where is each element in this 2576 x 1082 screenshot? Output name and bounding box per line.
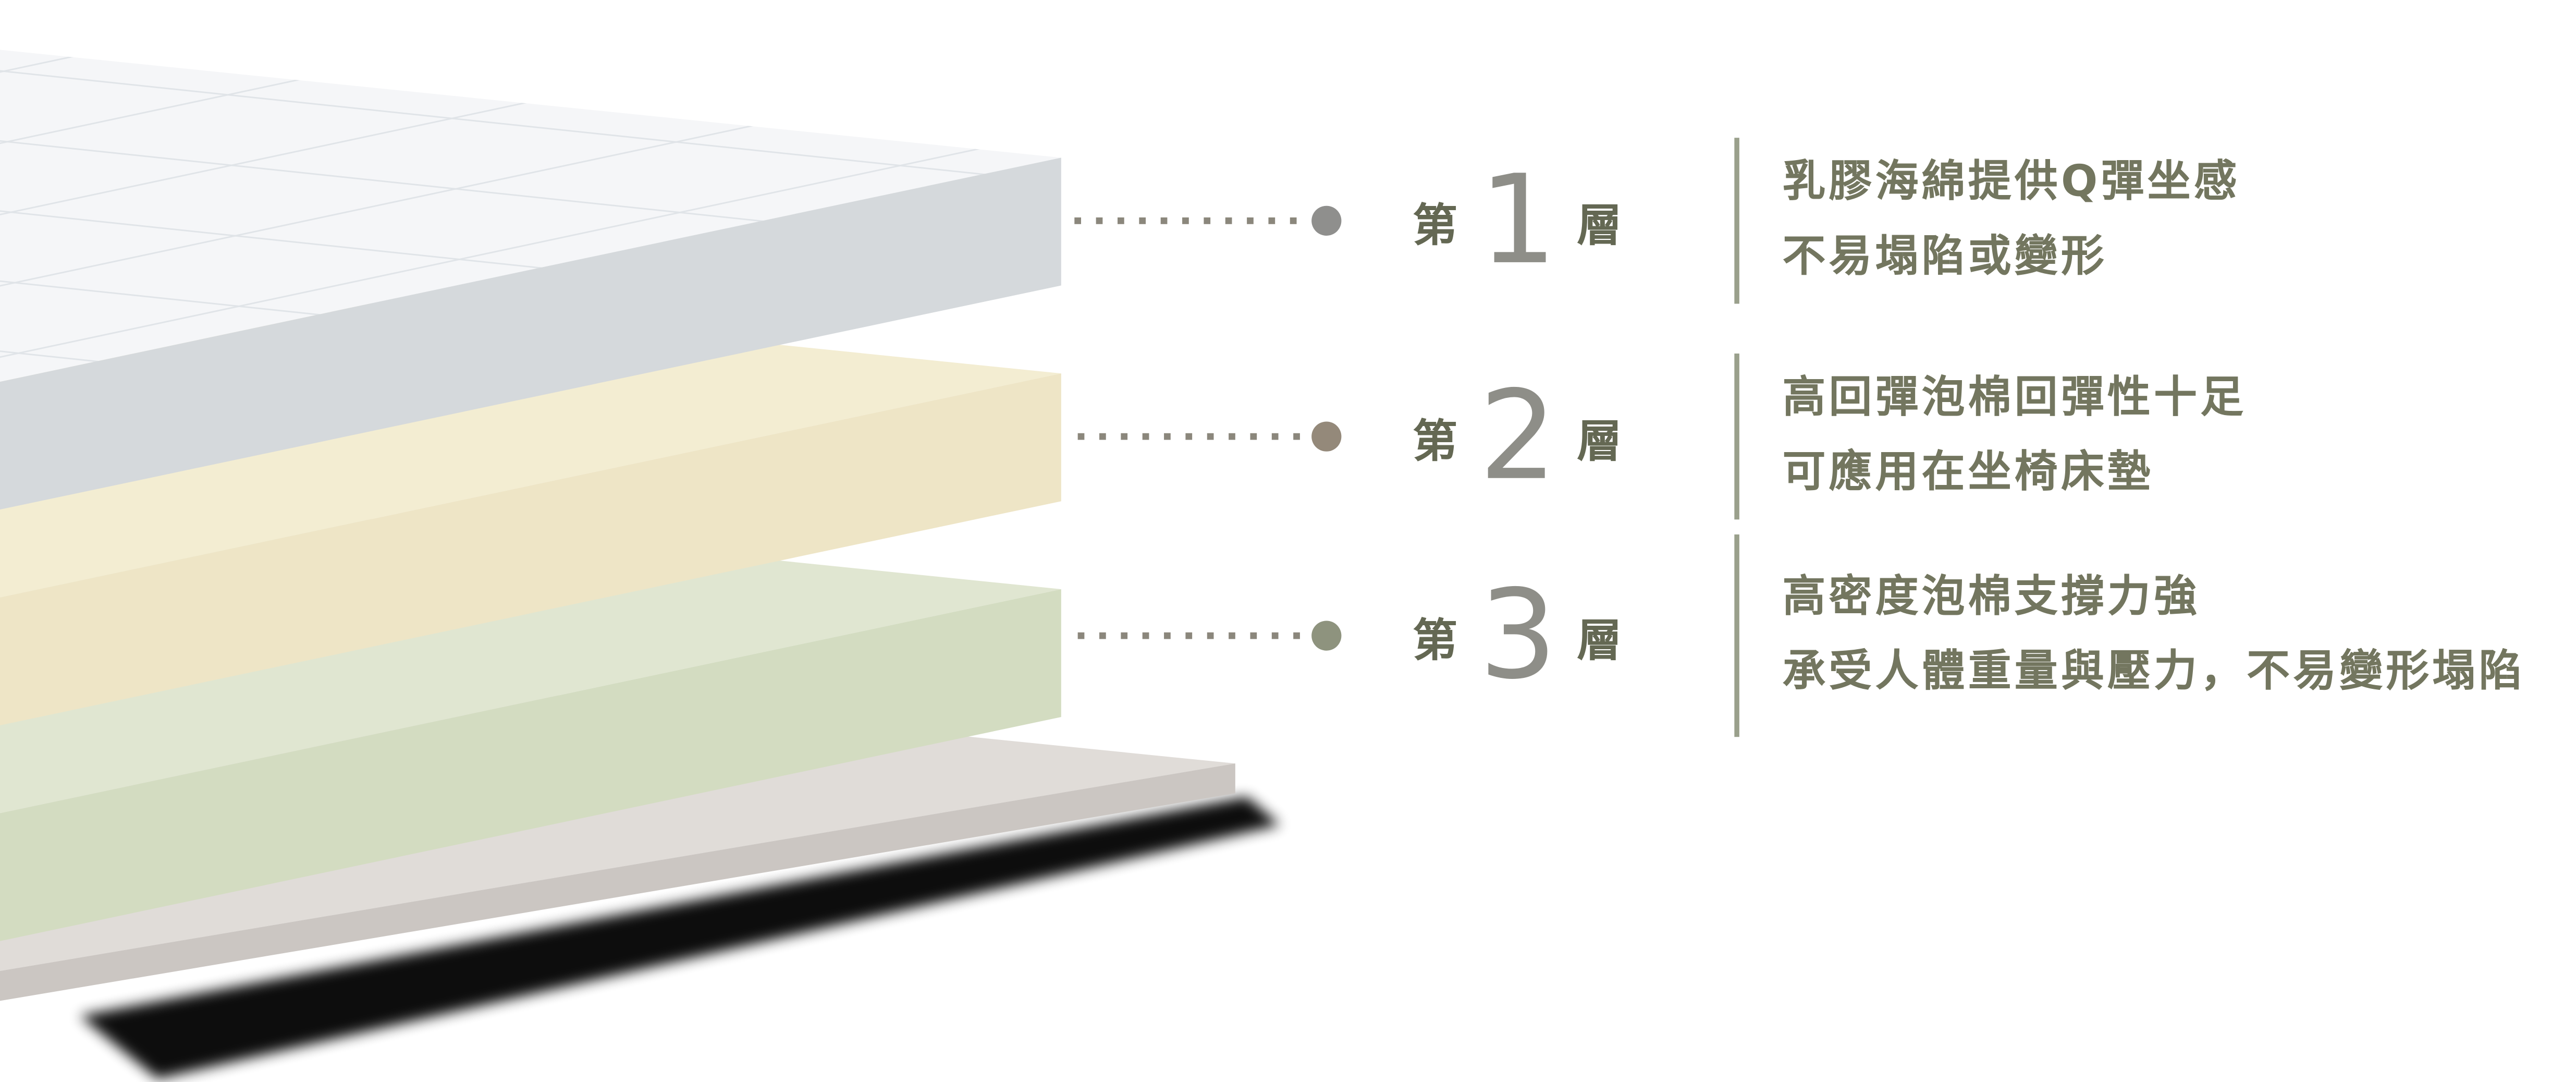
layer2-label: 第 2 層 <box>1413 375 1691 498</box>
layer1-description: 乳膠海綿提供Q彈坐感 不易塌陷或變形 <box>1783 145 2240 297</box>
layer1-label-prefix: 第 <box>1413 200 1459 252</box>
leader-dot-2 <box>1311 421 1342 452</box>
layer3-front-face <box>0 589 1061 941</box>
layer2-description: 高回彈泡棉回彈性十足 可應用在坐椅床墊 <box>1783 361 2247 512</box>
layer1-slab <box>0 50 1061 510</box>
layer2-description-line1: 高回彈泡棉回彈性十足 <box>1782 372 2247 423</box>
layer3-label-suffix: 層 <box>1577 615 1624 666</box>
layer3-description-line2: 承受人體重量與壓力，不易變形塌陷 <box>1782 647 2525 697</box>
divider-line-1 <box>1734 138 1739 304</box>
layer3-description-line1: 高密度泡棉支撐力強 <box>1782 572 2201 622</box>
layer1-description-line2: 不易塌陷或變形 <box>1782 232 2108 283</box>
leader-dot-1 <box>1311 205 1342 236</box>
annotation-row-2: 第 2 層 高回彈泡棉回彈性十足 可應用在坐椅床墊 <box>1413 353 2247 520</box>
base-shadow <box>79 796 1280 1079</box>
layer2-label-number: 2 <box>1479 365 1557 508</box>
layer3-label-prefix: 第 <box>1413 615 1459 666</box>
layer3-label: 第 3 層 <box>1413 574 1691 697</box>
layer1-label-suffix: 層 <box>1577 200 1624 252</box>
layer2-description-line2: 可應用在坐椅床墊 <box>1782 448 2154 498</box>
divider-line-2 <box>1734 353 1739 520</box>
layer3-label-number: 3 <box>1479 564 1557 707</box>
layer2-label-suffix: 層 <box>1577 416 1624 468</box>
layer1-front-face <box>0 157 1061 510</box>
layer1-label-number: 1 <box>1479 149 1557 293</box>
base-front-face <box>0 763 1235 1001</box>
annotation-row-1: 第 1 層 乳膠海綿提供Q彈坐感 不易塌陷或變形 <box>1413 138 2240 304</box>
layer3-description: 高密度泡棉支撐力強 承受人體重量與壓力，不易變形塌陷 <box>1783 560 2525 711</box>
layer1-label: 第 1 層 <box>1413 160 1691 283</box>
leader-dot-3 <box>1311 621 1342 651</box>
layer2-front-face <box>0 373 1061 725</box>
divider-line-3 <box>1734 534 1739 737</box>
layer1-quilt-overlay-b <box>0 50 1061 382</box>
layer1-description-line1: 乳膠海綿提供Q彈坐感 <box>1782 156 2240 207</box>
layer2-label-prefix: 第 <box>1413 416 1459 468</box>
annotation-row-3: 第 3 層 高密度泡棉支撐力強 承受人體重量與壓力，不易變形塌陷 <box>1413 534 2525 737</box>
